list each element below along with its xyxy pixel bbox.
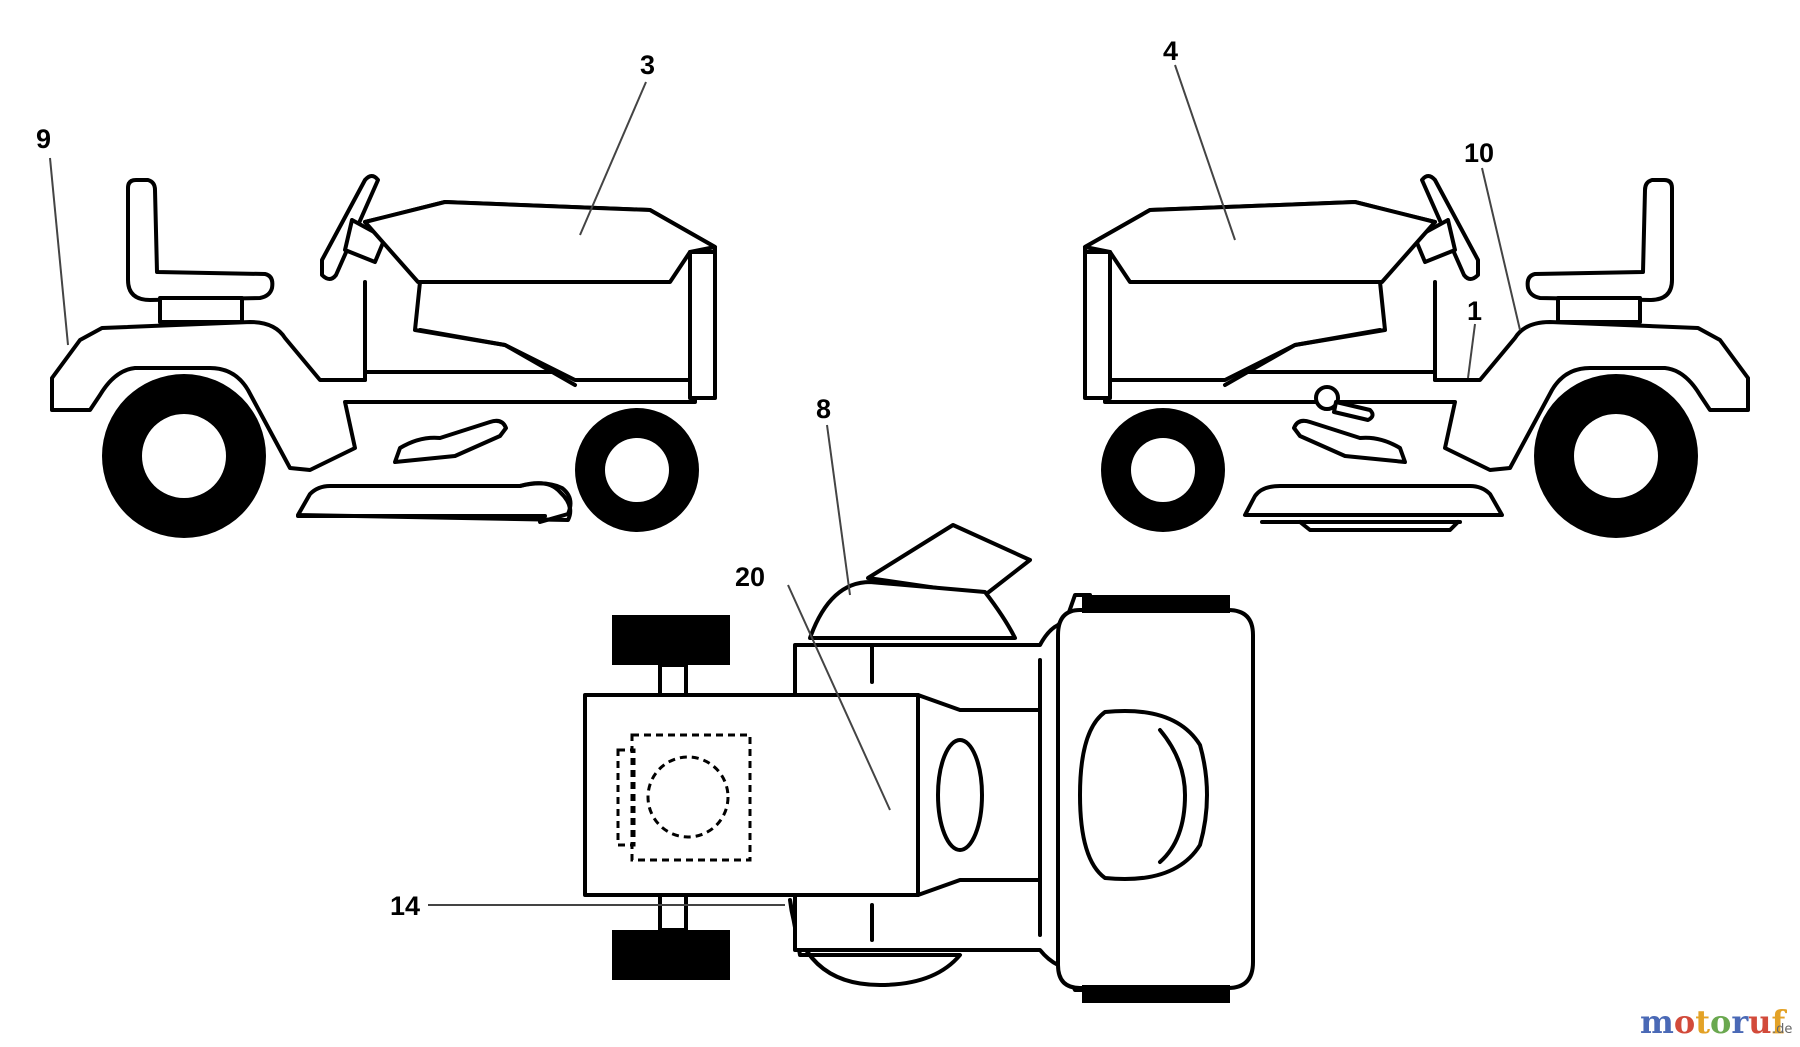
watermark-letter: o bbox=[1710, 1003, 1731, 1041]
watermark-letter: f bbox=[1771, 1003, 1787, 1041]
callout-9: 9 bbox=[36, 124, 51, 154]
leader-9 bbox=[49, 157, 69, 346]
callout-14: 14 bbox=[390, 891, 420, 921]
hood-top bbox=[1083, 200, 1437, 284]
foot-pedal bbox=[1292, 418, 1407, 464]
motoruf-watermark: motoruf .de bbox=[1640, 1003, 1792, 1041]
tractor-top-view bbox=[583, 523, 1255, 1003]
mower-deck bbox=[1243, 484, 1504, 517]
callout-10: 10 bbox=[1464, 138, 1494, 168]
leader-3 bbox=[579, 81, 647, 236]
rear-fender bbox=[50, 320, 697, 472]
watermark-text: motoruf bbox=[1640, 1003, 1787, 1041]
callout-3: 3 bbox=[640, 50, 655, 80]
front-tire-bottom bbox=[1082, 985, 1230, 1003]
rear-wheel-rim bbox=[1574, 414, 1658, 498]
seat-base bbox=[158, 296, 244, 324]
leader-10 bbox=[1481, 167, 1521, 331]
rear-fender-top bbox=[583, 693, 920, 897]
rear-fender bbox=[1103, 320, 1750, 472]
rear-wheel-rim bbox=[142, 414, 226, 498]
front-tire-top bbox=[1082, 595, 1230, 613]
foot-pedal bbox=[393, 418, 508, 464]
callout-4: 4 bbox=[1163, 36, 1178, 66]
front-wheel-rim bbox=[605, 438, 669, 502]
watermark-letter: t bbox=[1695, 1003, 1710, 1041]
leader-8 bbox=[826, 424, 851, 596]
hood-side-line bbox=[418, 328, 577, 387]
rear-tire-bottom bbox=[612, 930, 730, 980]
engine-circle bbox=[646, 755, 730, 839]
callout-8: 8 bbox=[816, 394, 831, 424]
grille-inner bbox=[1158, 728, 1187, 864]
watermark-letter: u bbox=[1748, 1003, 1771, 1041]
tractor-right-side-view bbox=[1083, 174, 1750, 538]
grille bbox=[688, 250, 717, 400]
leader-lines bbox=[49, 64, 1521, 906]
tractor-left-side-view bbox=[50, 174, 717, 538]
deck-upper bbox=[808, 580, 1017, 640]
seat-base bbox=[1556, 296, 1642, 324]
fuel-cap bbox=[1314, 385, 1340, 411]
lever bbox=[1332, 400, 1375, 422]
leader-1 bbox=[1467, 323, 1476, 379]
seat bbox=[126, 178, 275, 302]
steering-hub bbox=[936, 738, 984, 852]
hood-top bbox=[363, 200, 717, 284]
engine-outline-tab bbox=[616, 748, 636, 847]
leader-4 bbox=[1174, 64, 1236, 241]
leader-20 bbox=[787, 584, 891, 811]
hood-side-line bbox=[1223, 328, 1382, 387]
front-wheel-rim bbox=[1131, 438, 1195, 502]
rear-tire-top bbox=[612, 615, 730, 665]
seat bbox=[1525, 178, 1674, 302]
grille-curve bbox=[1078, 709, 1209, 881]
callout-1: 1 bbox=[1467, 296, 1482, 326]
rear-axle-bottom bbox=[658, 893, 688, 932]
watermark-suffix: .de bbox=[1772, 1022, 1792, 1037]
engine-outline bbox=[630, 733, 752, 862]
callout-20: 20 bbox=[735, 562, 765, 592]
watermark-letter: r bbox=[1731, 1003, 1749, 1041]
watermark-letter: o bbox=[1674, 1003, 1695, 1041]
grille bbox=[1083, 250, 1112, 400]
deck-skirt bbox=[1298, 520, 1460, 532]
deck-chute bbox=[518, 481, 573, 524]
watermark-letter: m bbox=[1640, 1003, 1674, 1041]
callout-labels: 3 4 9 10 1 8 20 14 bbox=[36, 36, 1494, 921]
